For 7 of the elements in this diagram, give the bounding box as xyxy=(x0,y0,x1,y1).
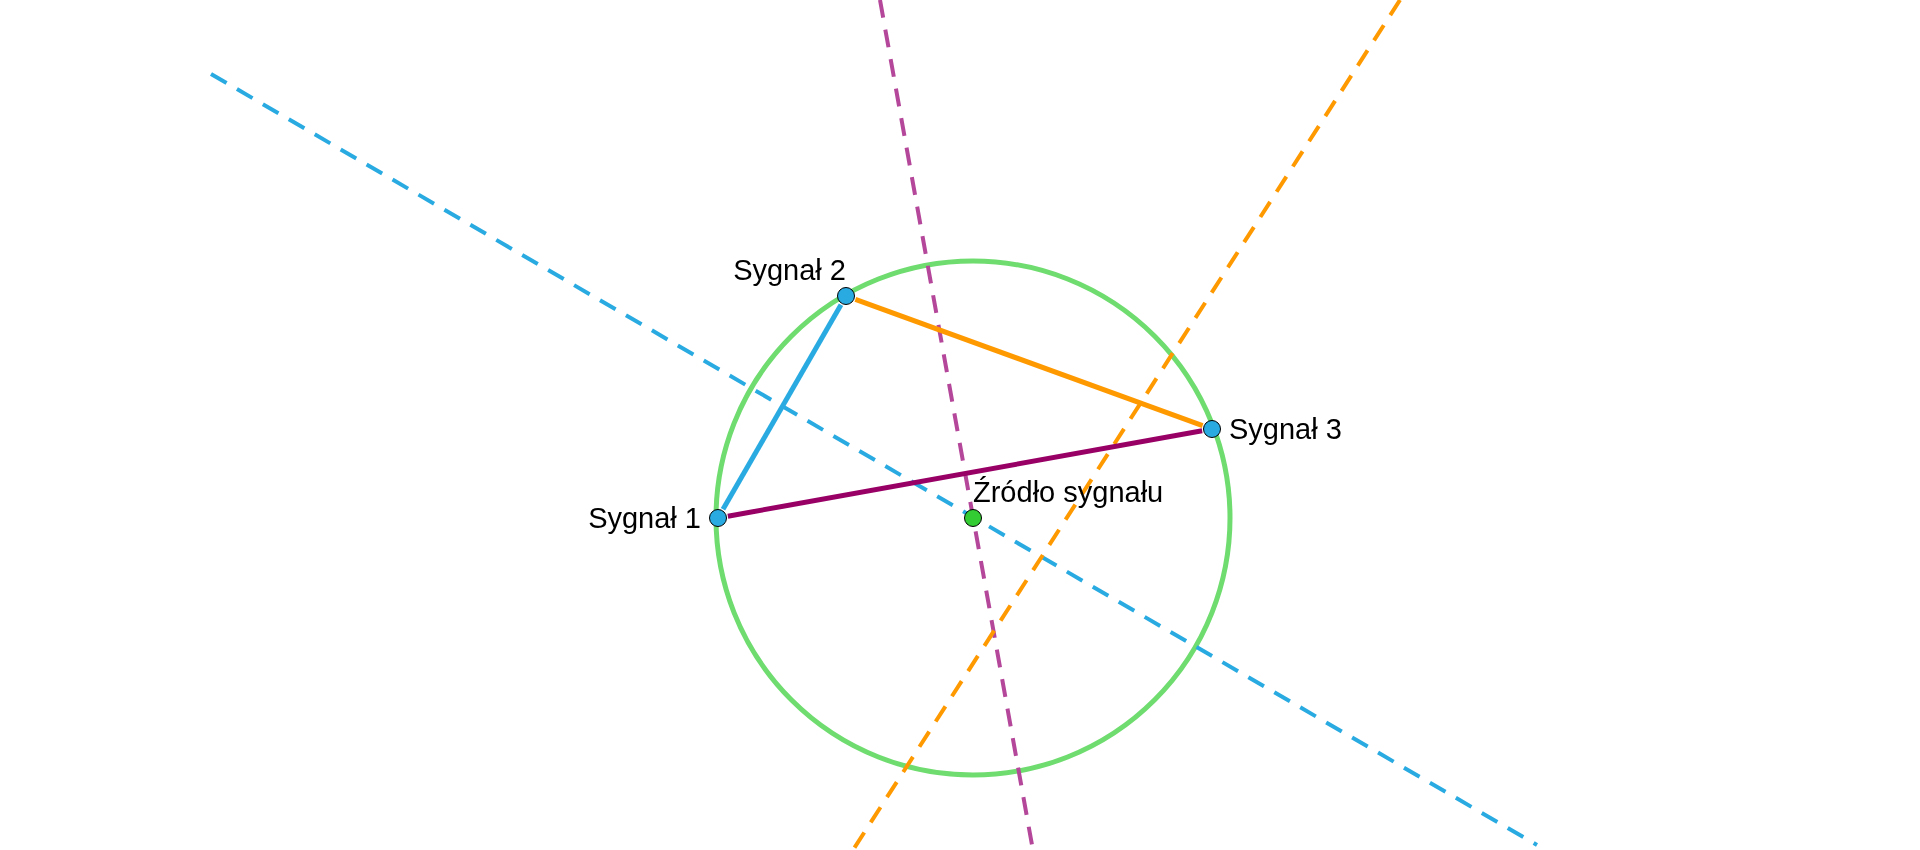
point-label: Sygnał 3 xyxy=(1229,414,1342,444)
point-label: Sygnał 2 xyxy=(733,256,846,285)
connector-line xyxy=(854,297,1204,428)
connector-line xyxy=(727,428,1203,519)
connector-line xyxy=(720,303,844,511)
point-label: Sygnał 1 xyxy=(588,503,701,533)
point-label: Źródło sygnału xyxy=(973,478,1164,507)
